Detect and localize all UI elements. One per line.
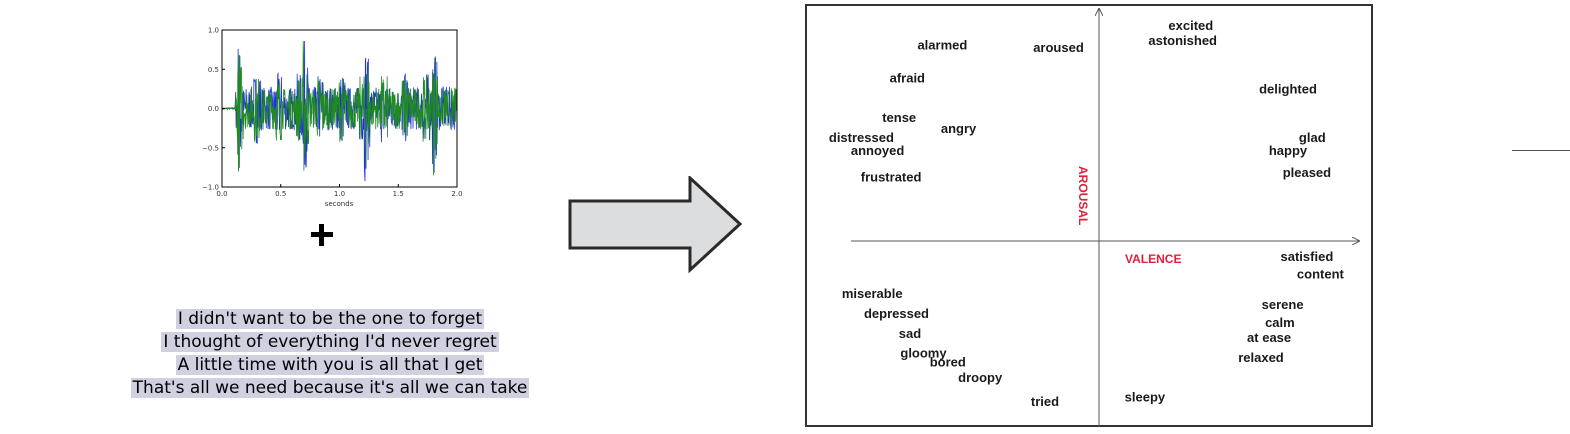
lyric-line: That's all we need because it's all we c… — [130, 378, 530, 398]
arousal-axis-label: AROUSAL — [1076, 166, 1090, 225]
edge-line — [1512, 150, 1570, 151]
waveform-x-tick-label: 2.0 — [451, 190, 462, 198]
emotion-word-droopy: droopy — [958, 370, 1003, 385]
waveform-channel-green — [221, 41, 458, 176]
emotion-word-glad: glad — [1299, 130, 1326, 145]
waveform-x-tick-label: 1.0 — [334, 190, 345, 198]
emotion-word-delighted: delighted — [1259, 82, 1317, 97]
emotion-word-angry: angry — [941, 121, 977, 136]
right-arrow-icon — [568, 176, 743, 274]
waveform-y-tick-label: 0.5 — [208, 66, 219, 74]
lyric-line: A little time with you is all that I get — [175, 355, 485, 375]
emotion-word-tried: tried — [1031, 394, 1059, 409]
emotion-word-gloomy: gloomy — [900, 346, 947, 361]
emotion-word-pleased: pleased — [1283, 165, 1331, 180]
emotion-word-bored: bored — [930, 354, 966, 369]
emotion-word-content: content — [1297, 266, 1345, 281]
emotion-word-aroused: aroused — [1033, 40, 1084, 55]
waveform-x-tick-label: 0.0 — [216, 190, 227, 198]
emotion-word-miserable: miserable — [842, 286, 903, 301]
emotion-word-astonished: astonished — [1148, 33, 1217, 48]
waveform-x-tick-label: 1.5 — [393, 190, 404, 198]
waveform-y-tick-label: 0.0 — [208, 105, 219, 113]
emotion-word-relaxed: relaxed — [1238, 350, 1284, 365]
plus-icon — [310, 222, 336, 248]
emotion-word-annoyed: annoyed — [851, 143, 905, 158]
valence-axis-label: VALENCE — [1125, 252, 1181, 266]
emotion-word-sad: sad — [899, 326, 921, 341]
waveform-y-tick-label: 1.0 — [208, 27, 219, 35]
waveform-x-axis-label: seconds — [325, 200, 354, 208]
emotion-word-distressed: distressed — [829, 130, 894, 145]
waveform-y-tick-label: −0.5 — [202, 144, 219, 152]
emotion-word-tense: tense — [882, 110, 916, 125]
waveform-signals — [221, 40, 458, 182]
emotion-word-alarmed: alarmed — [917, 38, 967, 53]
lyrics-block: I didn't want to be the one to forget I … — [60, 308, 600, 400]
emotion-word-satisfied: satisfied — [1281, 249, 1334, 264]
waveform-x-tick-label: 0.5 — [275, 190, 286, 198]
emotion-word-frustrated: frustrated — [861, 170, 922, 185]
emotion-word-sleepy: sleepy — [1125, 390, 1166, 405]
waveform-svg: 0.0 0.5 1.0 1.5 2.0 1.0 0.5 0.0 −0.5 −1.0 seconds — [202, 27, 463, 209]
emotion-word-afraid: afraid — [890, 71, 925, 86]
emotion-word-depressed: depressed — [864, 306, 929, 321]
waveform-ticks: 0.0 0.5 1.0 1.5 2.0 1.0 0.5 0.0 −0.5 −1.0 — [202, 27, 463, 199]
emotion-word-calm: calm — [1265, 315, 1295, 330]
lyric-line: I didn't want to be the one to forget — [175, 309, 485, 329]
emotion-word-serene: serene — [1262, 297, 1304, 312]
lyric-line: I thought of everything I'd never regret — [161, 332, 499, 352]
emotion-word-happy: happy — [1269, 143, 1308, 158]
emotion-word-excited: excited — [1168, 18, 1213, 33]
audio-waveform-plot: 0.0 0.5 1.0 1.5 2.0 1.0 0.5 0.0 −0.5 −1.0 seconds — [190, 22, 470, 212]
emotion-word-at-ease: at ease — [1247, 330, 1291, 345]
waveform-y-tick-label: −1.0 — [202, 184, 219, 192]
